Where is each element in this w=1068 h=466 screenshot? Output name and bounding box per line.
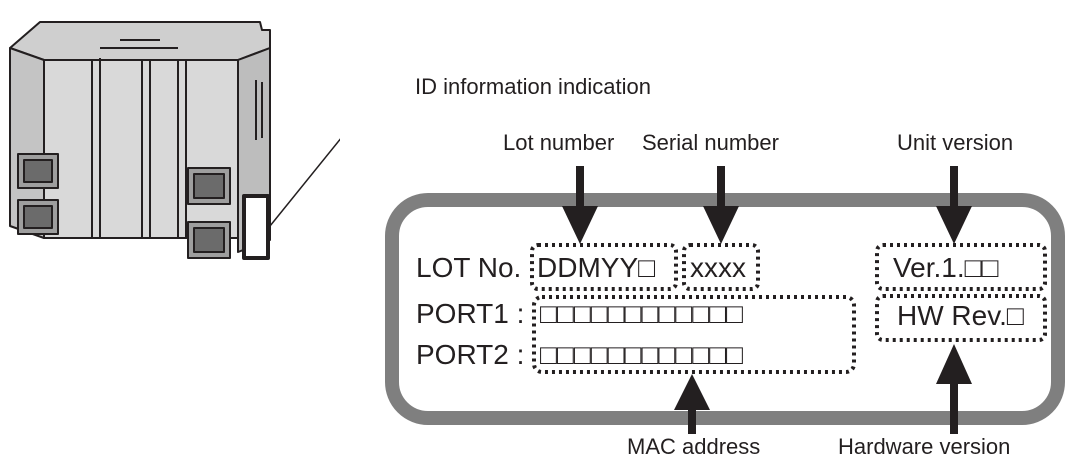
hw-rev-value: HW Rev.□ <box>897 300 1024 331</box>
port2-mac-value: □□□□□□□□□□□□ <box>540 339 743 370</box>
up-arrow-icon <box>936 344 972 434</box>
up-arrow-icon <box>674 374 710 434</box>
serial-value: xxxx <box>690 252 746 283</box>
unit-version-label: Unit version <box>897 130 1014 155</box>
down-arrow-icon <box>703 166 739 244</box>
down-arrow-icon <box>562 166 598 244</box>
mac-address-label: MAC address <box>627 434 761 459</box>
lot-number-label: Lot number <box>503 130 615 155</box>
lot-no-label: LOT No. <box>416 252 522 283</box>
lot-value: DDMYY□ <box>537 252 656 283</box>
serial-value-box <box>682 243 760 291</box>
port1-label: PORT1 : <box>416 298 525 329</box>
unit-version-box <box>875 243 1047 291</box>
hardware-version-label: Hardware version <box>838 434 1011 459</box>
unit-version-value: Ver.1.□□ <box>893 252 999 283</box>
mac-address-box <box>532 295 856 374</box>
hw-rev-box <box>875 294 1047 342</box>
port1-mac-value: □□□□□□□□□□□□ <box>540 298 743 329</box>
port2-label: PORT2 : <box>416 339 525 370</box>
serial-number-label: Serial number <box>642 130 779 155</box>
lot-value-box <box>530 243 678 291</box>
down-arrow-icon <box>936 166 972 244</box>
id-information-label: ID information indication <box>415 74 652 99</box>
controller-unit-drawing-icon <box>9 21 340 260</box>
